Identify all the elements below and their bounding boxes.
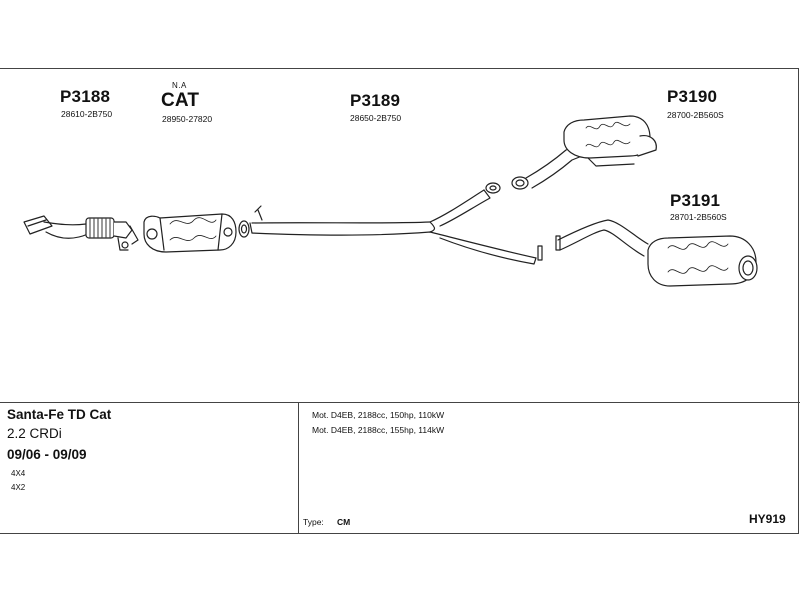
- clamp-left: [537, 245, 543, 261]
- part-code-p3188: P3188: [60, 87, 111, 106]
- part-code-p3189: P3189: [350, 91, 401, 110]
- info-column-divider: [298, 402, 299, 533]
- vehicle-engine: 2.2 CRDi: [7, 426, 62, 441]
- part-number-p3190: 28700-2B560S: [667, 110, 724, 120]
- type-value: CM: [337, 517, 351, 527]
- cat-note: N.A: [172, 81, 187, 90]
- part-code-cat: CAT: [161, 90, 200, 111]
- drive-type-4x4: 4X4: [11, 469, 26, 478]
- part-number-p3188: 28610-2B750: [61, 109, 113, 119]
- clamp-right: [555, 235, 561, 251]
- gasket-left-bank: [485, 182, 501, 194]
- front-pipe-p3188: [23, 215, 139, 251]
- part-code-p3190: P3190: [667, 87, 718, 106]
- vehicle-years: 09/06 - 09/09: [7, 447, 87, 462]
- reference-code: HY919: [749, 512, 786, 526]
- info-divider: [0, 402, 800, 403]
- middle-pipe-p3189: [249, 189, 537, 265]
- gasket-right-bank: [511, 176, 529, 190]
- rear-silencer-p3190: [525, 115, 657, 189]
- rear-silencer-p3191: [557, 219, 758, 287]
- vehicle-model: Santa-Fe TD Cat: [7, 407, 112, 422]
- drive-type-4x2: 4X2: [11, 483, 26, 492]
- part-number-p3189: 28650-2B750: [350, 113, 402, 123]
- part-code-p3191: P3191: [670, 191, 721, 210]
- diagram-frame: [0, 68, 799, 534]
- type-label: Type:: [303, 517, 324, 527]
- motor-spec-1: Mot. D4EB, 2188cc, 150hp, 110kW: [312, 410, 445, 420]
- part-number-cat: 28950-27820: [162, 114, 213, 124]
- gasket-cat: [238, 220, 250, 238]
- catalytic-converter: [143, 213, 237, 253]
- motor-spec-2: Mot. D4EB, 2188cc, 155hp, 114kW: [312, 425, 445, 435]
- frame-right-border: [798, 68, 799, 534]
- part-number-p3191: 28701-2B560S: [670, 212, 727, 222]
